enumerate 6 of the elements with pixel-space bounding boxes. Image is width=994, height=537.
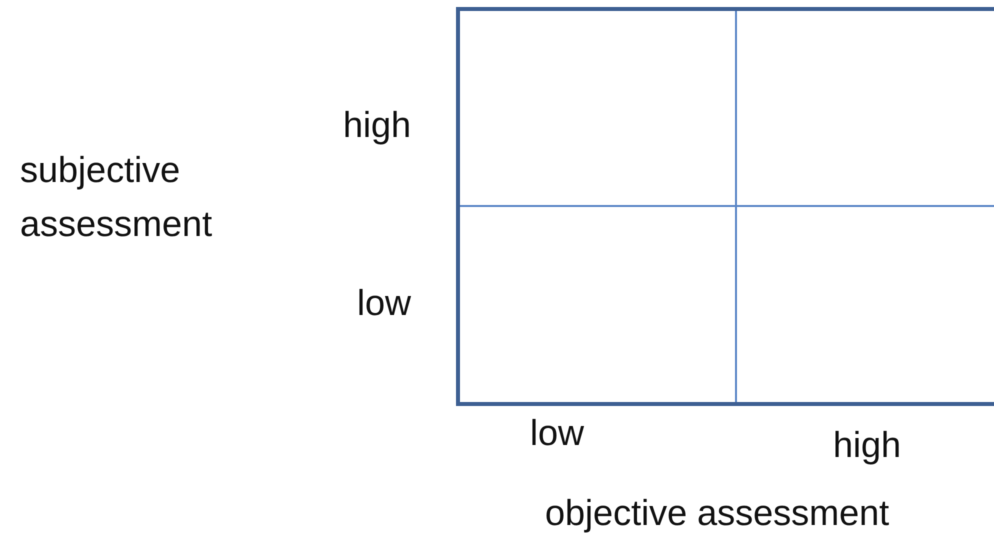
axis-title: objective assessment (545, 491, 890, 535)
axis-value-label: low (357, 281, 412, 325)
axis-value-label: high (343, 103, 412, 147)
axis-value-label: low (530, 411, 584, 455)
axis-value-label: high (833, 423, 902, 467)
axis-title: subjective assessment (20, 148, 214, 246)
